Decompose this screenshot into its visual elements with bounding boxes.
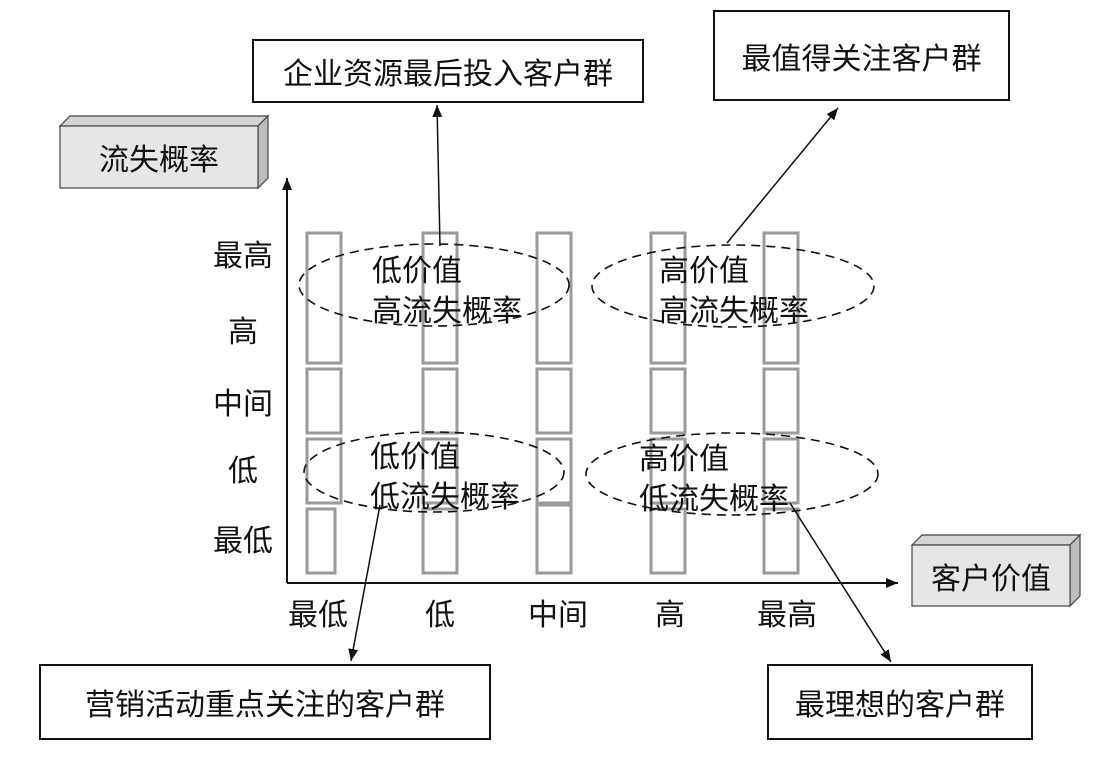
grid-bars bbox=[305, 231, 800, 575]
grid-bar bbox=[535, 231, 573, 365]
segment-ellipse-top-right bbox=[591, 244, 875, 328]
segment-top-left-text: 低价值 高流失概率 bbox=[372, 252, 522, 332]
grid-bar bbox=[535, 367, 573, 435]
callout-arrow-top-right bbox=[726, 107, 839, 244]
callout-box-bottom-left: 营销活动重点关注的客户群 bbox=[39, 664, 491, 740]
segment-bottom-left-text: 低价值 低流失概率 bbox=[370, 438, 520, 518]
grid-bar bbox=[649, 367, 687, 435]
grid-bar bbox=[535, 503, 573, 575]
segment-line: 高流失概率 bbox=[659, 294, 809, 329]
y-tick-label: 低 bbox=[228, 454, 258, 489]
x-tick-label: 最低 bbox=[288, 598, 348, 633]
segment-ellipse-bottom-right bbox=[585, 432, 879, 516]
y-axis-title: 流失概率 bbox=[99, 143, 219, 178]
grid-bar bbox=[421, 507, 459, 575]
y-tick-label: 高 bbox=[228, 315, 258, 350]
segment-line: 低价值 bbox=[372, 254, 462, 289]
grid-bar bbox=[762, 231, 800, 365]
grid-bar bbox=[762, 437, 800, 505]
segment-ellipse-bottom-left bbox=[303, 431, 565, 513]
x-axis-title-box-3d bbox=[910, 533, 1082, 608]
grid-bar bbox=[535, 437, 573, 505]
y-tick-label: 最高 bbox=[213, 239, 273, 274]
segment-line: 低流失概率 bbox=[639, 482, 789, 517]
segment-line: 高价值 bbox=[659, 254, 749, 289]
grid-bar bbox=[421, 367, 459, 435]
callout-box-bottom-right: 最理想的客户群 bbox=[767, 664, 1033, 740]
segment-line: 低价值 bbox=[370, 440, 460, 475]
segment-top-right-text: 高价值 高流失概率 bbox=[659, 252, 809, 332]
segment-ellipse-top-left bbox=[298, 243, 570, 327]
x-axis-title: 客户价值 bbox=[931, 561, 1051, 597]
grid-bar bbox=[305, 367, 343, 435]
grid-bar bbox=[762, 367, 800, 435]
grid-bar bbox=[305, 507, 337, 575]
y-tick-label: 最低 bbox=[213, 524, 273, 559]
grid-bar bbox=[649, 507, 687, 575]
y-tick-label: 中间 bbox=[213, 387, 273, 422]
segment-line: 高流失概率 bbox=[372, 294, 522, 329]
y-axis-title-box-3d bbox=[58, 114, 270, 190]
callout-arrow-bottom-left bbox=[348, 504, 381, 662]
callout-arrow-top-left bbox=[432, 104, 443, 247]
grid-bar bbox=[305, 437, 343, 505]
x-tick-label: 高 bbox=[655, 598, 685, 633]
segment-line: 低流失概率 bbox=[370, 480, 520, 515]
callout-arrow-bottom-right bbox=[789, 502, 892, 663]
x-tick-label: 最高 bbox=[757, 598, 817, 633]
x-tick-label: 低 bbox=[425, 598, 455, 633]
callout-box-top-right: 最值得关注客户群 bbox=[713, 10, 1010, 101]
grid-bar bbox=[305, 231, 343, 365]
x-tick-label: 中间 bbox=[528, 598, 588, 633]
grid-bar bbox=[421, 437, 459, 505]
grid-bar bbox=[649, 231, 687, 365]
callout-box-top-left: 企业资源最后投入客户群 bbox=[252, 39, 644, 103]
segment-bottom-right-text: 高价值 低流失概率 bbox=[639, 440, 789, 520]
grid-bar bbox=[649, 437, 687, 505]
grid-bar bbox=[762, 507, 800, 575]
segment-line: 高价值 bbox=[639, 442, 729, 477]
